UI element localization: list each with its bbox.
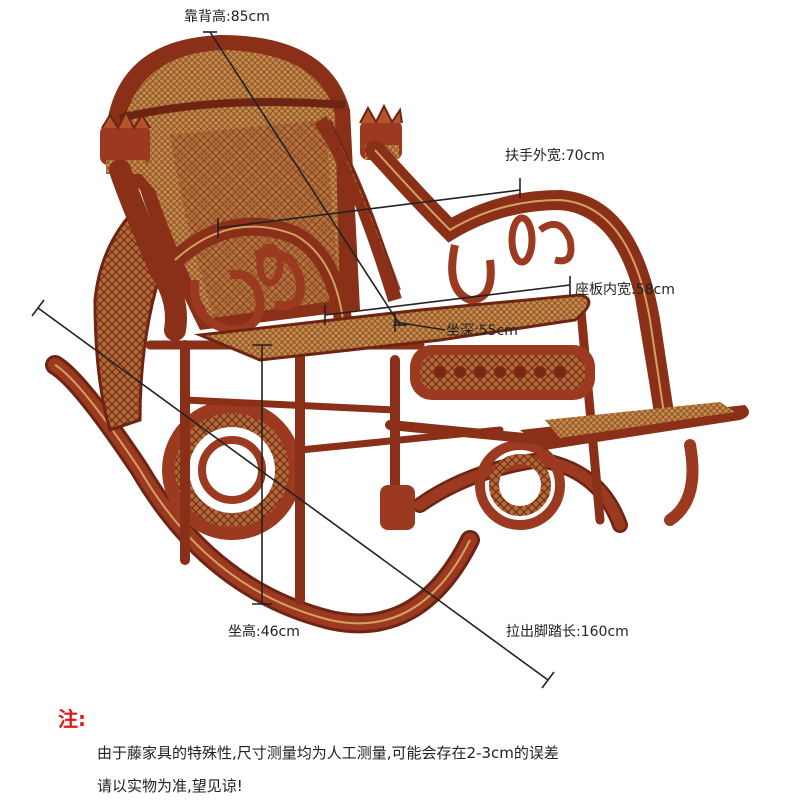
footrest (385, 402, 749, 450)
note-line-2: 请以实物为准,望见谅! (97, 777, 243, 795)
backrest (105, 35, 402, 330)
decorative-ring-back (475, 440, 565, 530)
footrest-length-label: 拉出脚踏长:160cm (506, 624, 629, 640)
seat-depth-label: 坐深:55cm (446, 323, 518, 339)
note-line-1: 由于藤家具的特殊性,尺寸测量均为人工测量,可能会存在2-3cm的误差 (97, 744, 559, 762)
seat-width-label: 座板内宽:58cm (575, 282, 675, 298)
base-joint (380, 485, 415, 530)
seat-height-label: 坐高:46cm (228, 624, 300, 640)
armrest-right (365, 140, 675, 430)
back-height-label: 靠背高:85cm (184, 9, 270, 25)
rocker-right (412, 439, 699, 533)
side-weave-panel (93, 212, 167, 432)
armrest-width-label: 扶手外宽:70cm (505, 148, 605, 164)
note-title: 注: (58, 707, 86, 731)
dimension-lines (31, 31, 571, 689)
seat-front-panel (410, 345, 595, 400)
armrest-left (109, 159, 354, 349)
rocker-left (45, 355, 480, 634)
